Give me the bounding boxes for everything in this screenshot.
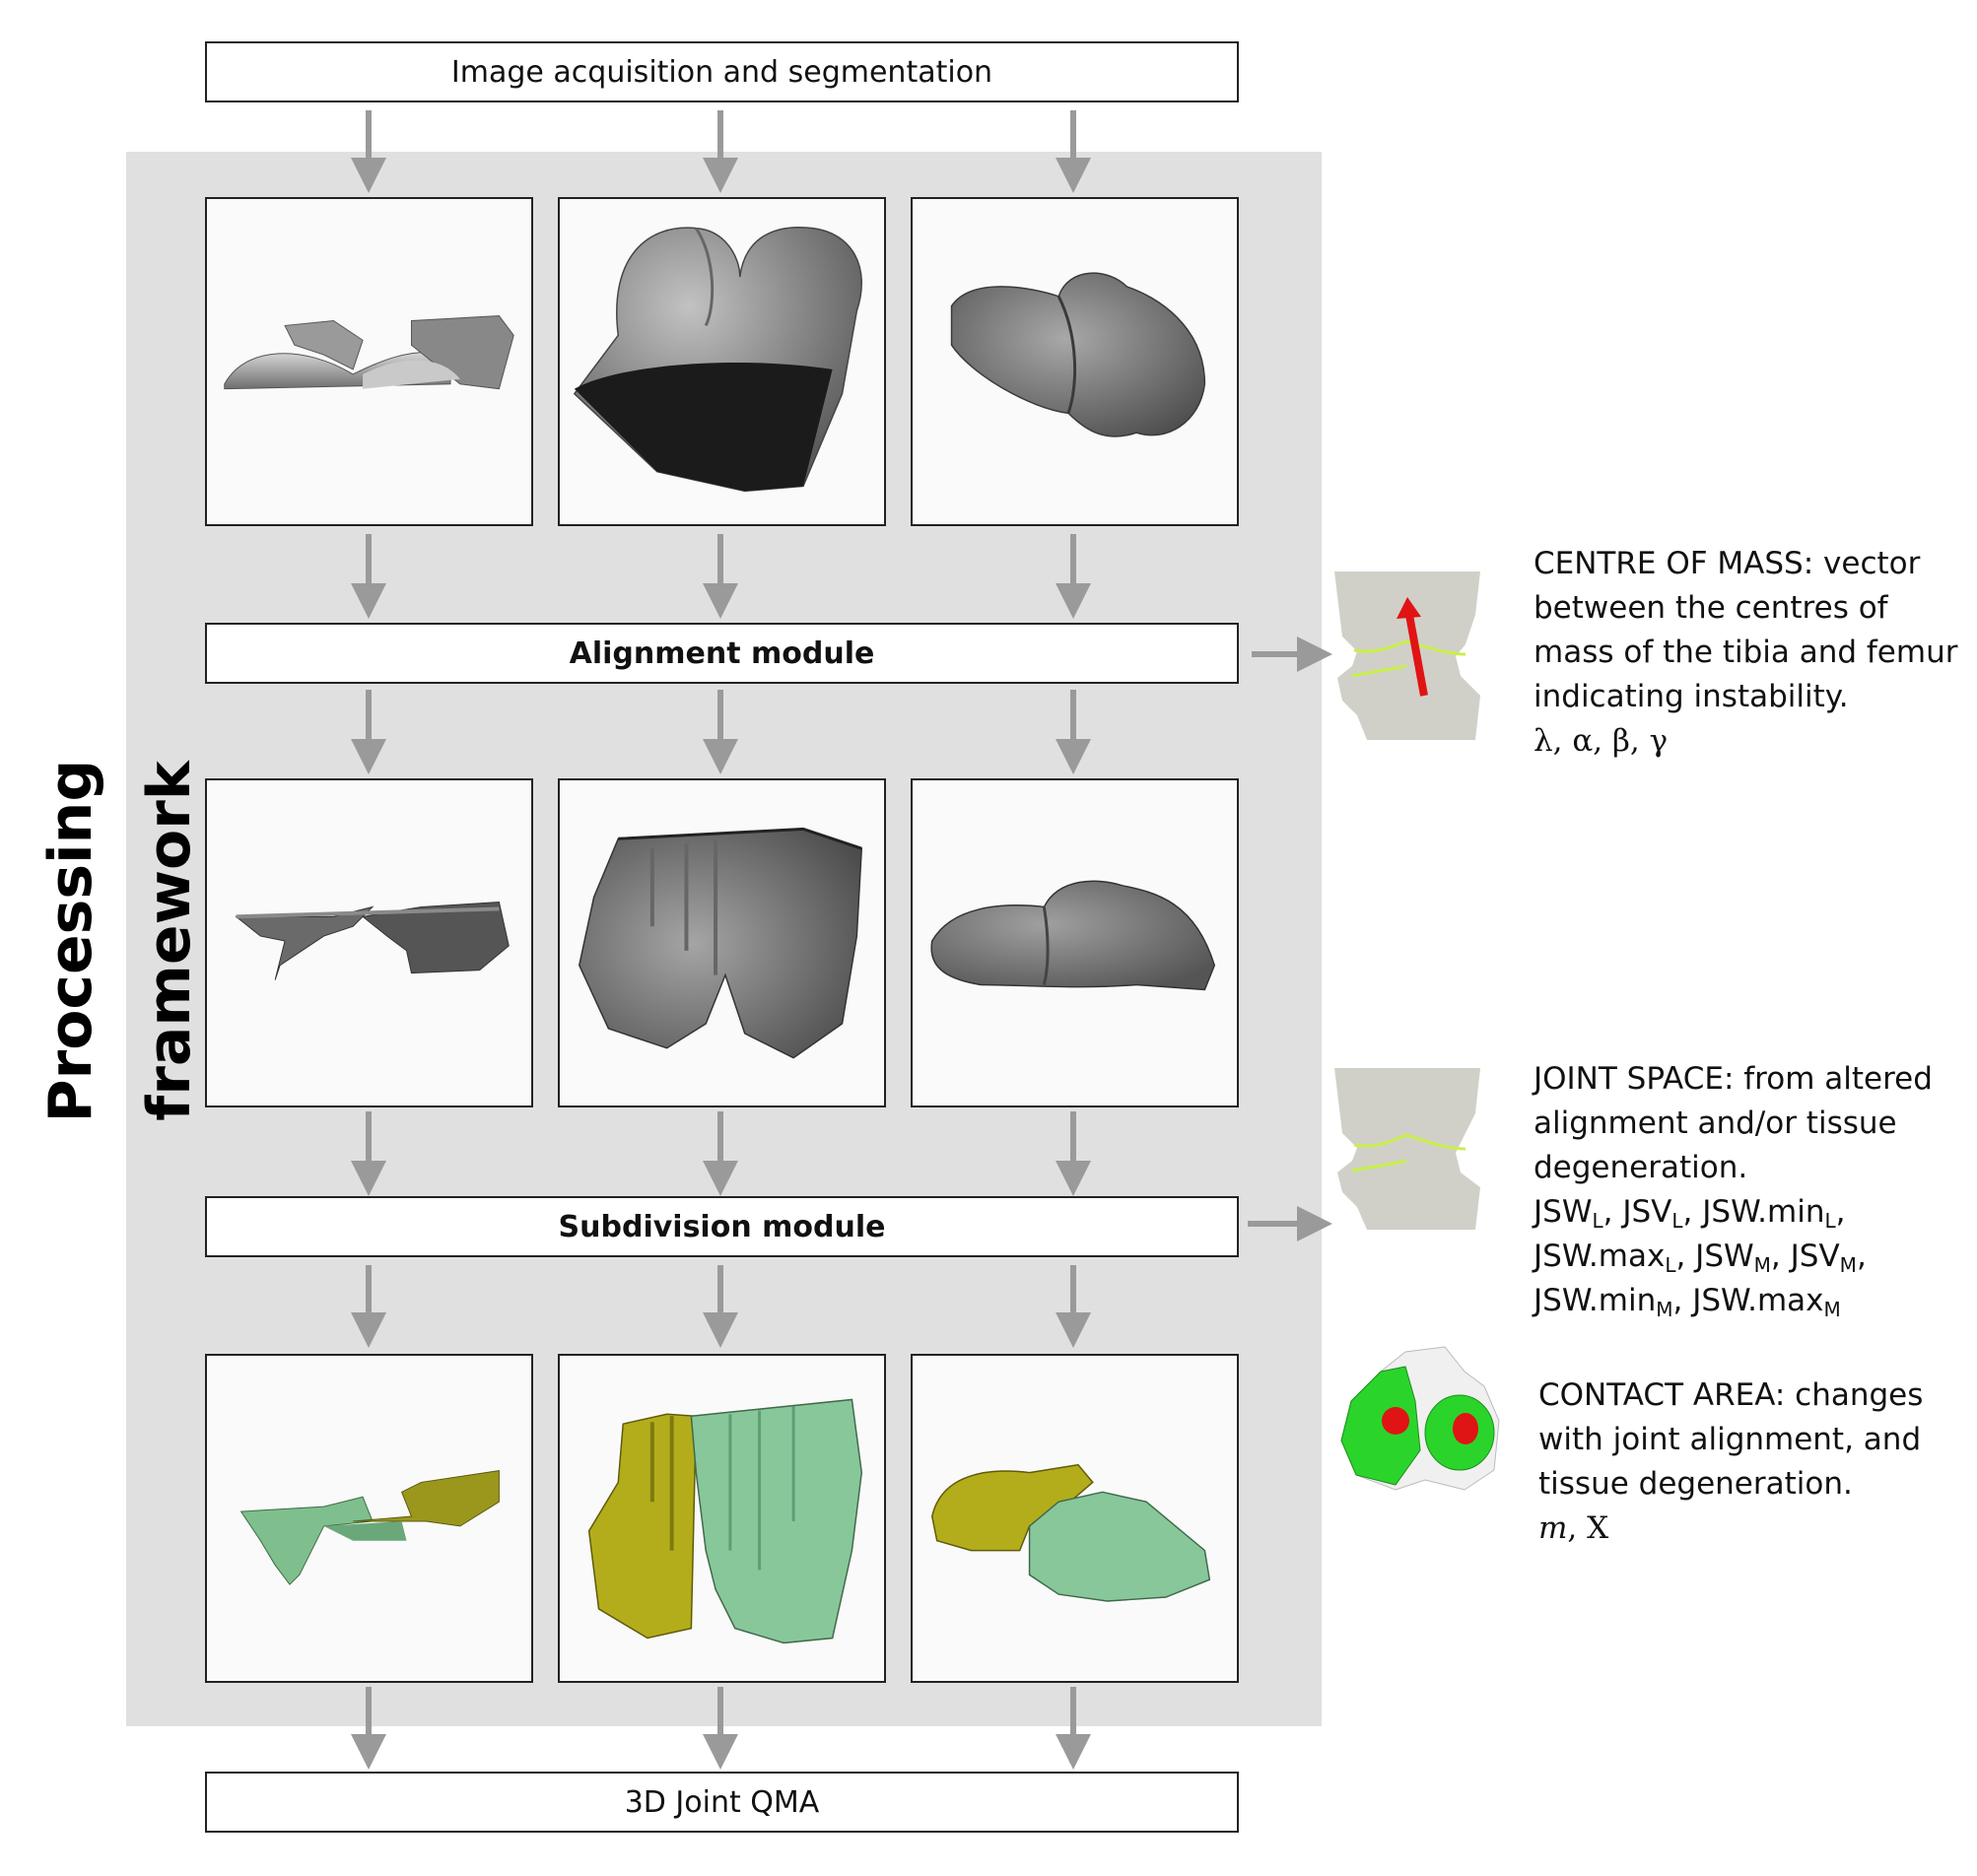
panel-patella-subdivided (205, 1354, 533, 1683)
note-line: JOINT SPACE: from altered (1534, 1061, 1933, 1097)
note-symbols: λ, α, β, γ (1534, 723, 1669, 759)
note-line: indicating instability. (1534, 679, 1849, 714)
note-symbols: m, X (1538, 1510, 1609, 1546)
panel-tibia-aligned (911, 778, 1239, 1107)
panel-femur-segmented (558, 197, 886, 526)
note-measures-line2: JSW.maxL, JSWM, JSVM, (1534, 1239, 1867, 1277)
panel-femur-aligned (558, 778, 886, 1107)
centre-of-mass-note: CENTRE OF MASS: vector between the centr… (1534, 542, 1967, 764)
step-image-acquisition: Image acquisition and segmentation (205, 41, 1239, 102)
note-line: CENTRE OF MASS: vector (1534, 546, 1921, 581)
note-measures-line3: JSW.minM, JSW.maxM (1534, 1283, 1841, 1321)
panel-tibia-segmented (911, 197, 1239, 526)
note-measures-line1: JSWL, JSVL, JSW.minL, (1534, 1194, 1846, 1233)
step-3d-joint-qma: 3D Joint QMA (205, 1772, 1239, 1833)
step-alignment-module: Alignment module (205, 623, 1239, 684)
panel-tibia-subdivided (911, 1354, 1239, 1683)
note-line: degeneration. (1534, 1150, 1748, 1185)
note-line: between the centres of (1534, 590, 1888, 626)
note-line: CONTACT AREA: changes (1538, 1377, 1924, 1413)
joint-space-note: JOINT SPACE: from altered alignment and/… (1534, 1057, 1967, 1323)
panel-femur-subdivided (558, 1354, 886, 1683)
panel-patella-aligned (205, 778, 533, 1107)
note-line: alignment and/or tissue (1534, 1106, 1897, 1141)
panel-patella-segmented (205, 197, 533, 526)
note-line: mass of the tibia and femur (1534, 635, 1958, 670)
step-subdivision-module: Subdivision module (205, 1196, 1239, 1257)
contact-area-note: CONTACT AREA: changes with joint alignme… (1538, 1374, 1962, 1551)
note-line: tissue degeneration. (1538, 1466, 1853, 1502)
contact-area-thumbnail (1336, 1342, 1504, 1500)
note-line: with joint alignment, and (1538, 1422, 1922, 1457)
centre-of-mass-thumbnail (1332, 568, 1485, 743)
joint-space-thumbnail (1332, 1064, 1485, 1232)
